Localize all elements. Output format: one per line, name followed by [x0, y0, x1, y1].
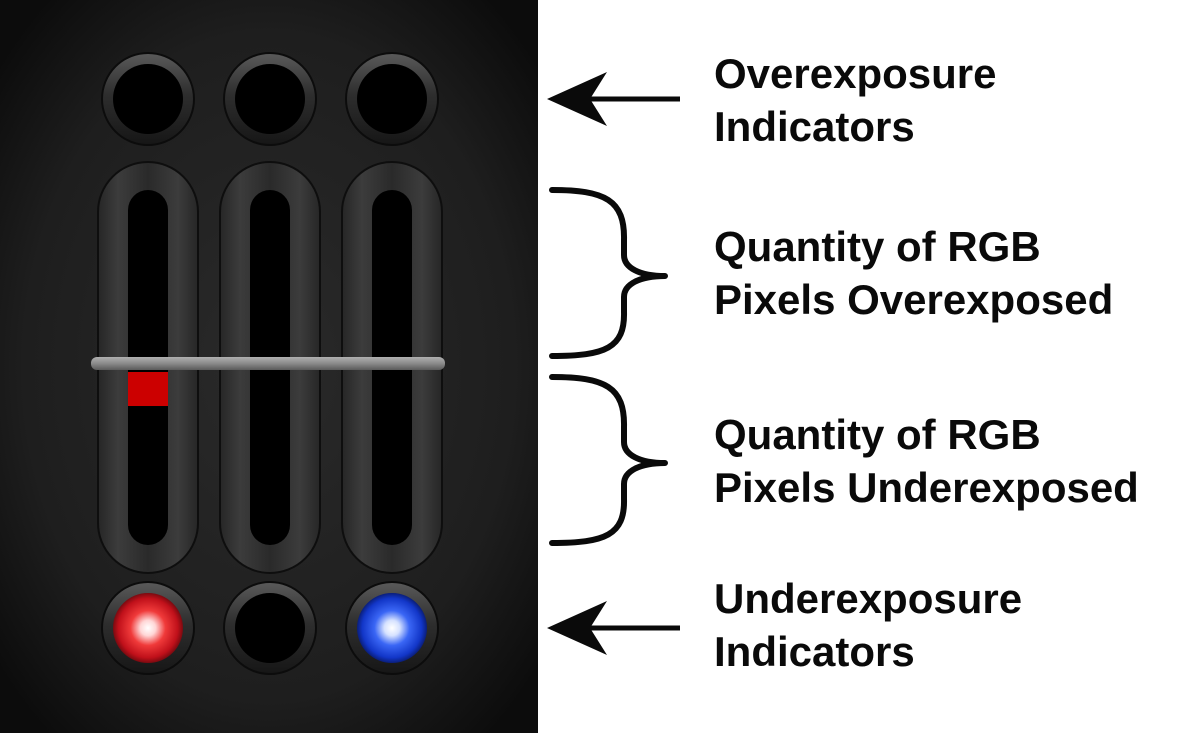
overexposure-indicators-label: Overexposure Indicators [714, 47, 996, 153]
underexposed-level-bar [128, 372, 168, 407]
label-line: Underexposure [714, 575, 1023, 622]
overexposure-led [357, 64, 427, 134]
left-arrow-icon [547, 72, 680, 126]
label-line: Pixels Overexposed [714, 276, 1114, 323]
meter-divider [91, 357, 445, 370]
overexposure-led [235, 64, 305, 134]
quantity-underexposed-label: Quantity of RGB Pixels Underexposed [714, 408, 1139, 514]
quantity-overexposed-label: Quantity of RGB Pixels Overexposed [714, 220, 1113, 326]
label-line: Quantity of RGB [714, 223, 1041, 270]
underexposure-indicators-label: Underexposure Indicators [714, 572, 1022, 678]
label-line: Pixels Underexposed [714, 464, 1139, 511]
label-line: Quantity of RGB [714, 411, 1041, 458]
label-line: Indicators [714, 103, 915, 150]
left-arrow-icon [547, 601, 680, 655]
underexposure-led [235, 593, 305, 663]
curly-brace-icon [549, 374, 668, 546]
label-line: Overexposure [714, 50, 997, 97]
overexposure-led [113, 64, 183, 134]
curly-brace-icon [549, 187, 668, 359]
underexposure-led [113, 593, 183, 663]
label-line: Indicators [714, 628, 915, 675]
underexposure-led [357, 593, 427, 663]
